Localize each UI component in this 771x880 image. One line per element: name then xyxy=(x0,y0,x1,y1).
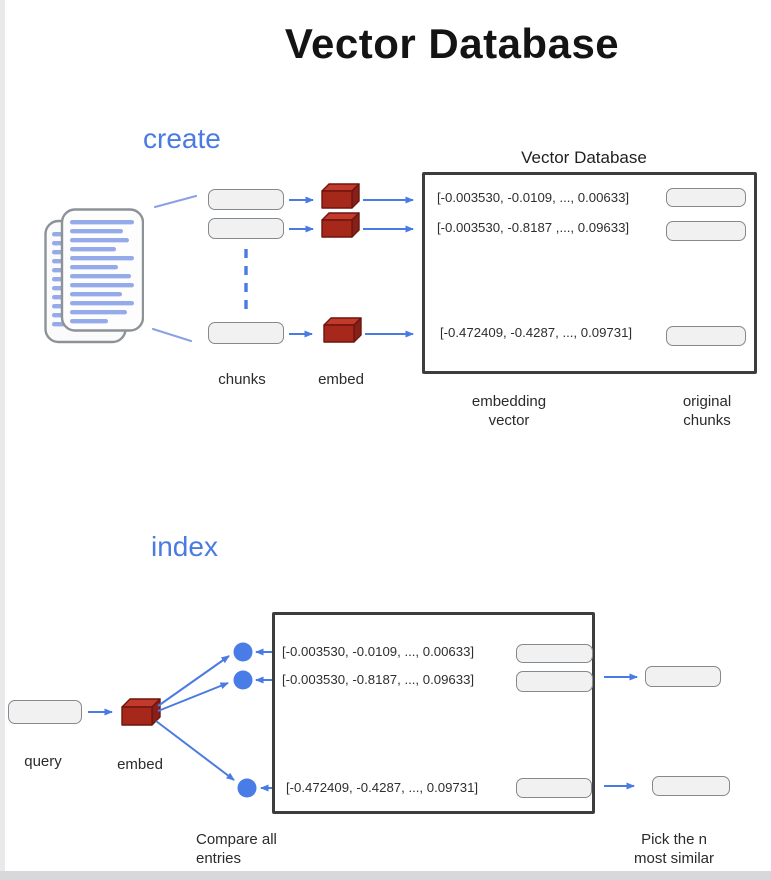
chunk-box xyxy=(516,644,593,663)
embedding-vector-value: [-0.003530, -0.8187 ,..., 0.09633] xyxy=(437,220,630,235)
embed-cube-icon xyxy=(321,183,362,343)
page-title: Vector Database xyxy=(284,20,620,67)
embed-label: embed xyxy=(318,371,364,388)
embed-to-db-arrows xyxy=(363,196,414,338)
result-box xyxy=(652,776,730,796)
chunk-box xyxy=(516,778,592,798)
chunk-box xyxy=(666,326,746,346)
bottom-edge-strip xyxy=(0,871,771,880)
vector-database-title: Vector Database xyxy=(521,148,647,167)
embed-label: embed xyxy=(117,756,163,773)
chunk-to-embed-arrows xyxy=(289,196,314,338)
pick-most-similar-caption: Pick the n most similar xyxy=(633,831,714,867)
chunk-box xyxy=(666,221,746,241)
original-chunks-caption: original chunks xyxy=(682,393,732,429)
query-vector-dot-icons xyxy=(233,642,257,798)
embed-to-dot-arrows xyxy=(155,655,235,781)
left-edge-strip xyxy=(0,0,5,880)
chunk-box xyxy=(208,189,284,210)
chunks-label: chunks xyxy=(218,371,266,388)
index-section-label: index xyxy=(151,531,218,562)
chunk-box xyxy=(208,218,284,239)
embedding-vector-value: [-0.003530, -0.8187, ..., 0.09633] xyxy=(282,672,475,687)
query-label: query xyxy=(24,753,62,770)
query-box xyxy=(8,700,82,724)
db-to-result-arrows xyxy=(604,673,638,790)
create-section-label: create xyxy=(143,123,221,154)
embedding-vector-value: [-0.003530, -0.0109, ..., 0.00633] xyxy=(437,190,630,205)
embed-cube-icon xyxy=(121,698,161,726)
embedding-vector-value: [-0.472409, -0.4287, ..., 0.09731] xyxy=(286,780,479,795)
chunk-box xyxy=(516,671,593,692)
embedding-vector-value: [-0.003530, -0.0109, ..., 0.00633] xyxy=(282,644,475,659)
result-box xyxy=(645,666,721,687)
embedding-vector-caption: embedding vector xyxy=(471,393,547,429)
chunk-box xyxy=(666,188,746,207)
embedding-vector-value: [-0.472409, -0.4287, ..., 0.09731] xyxy=(440,325,633,340)
doc-to-chunk-lines xyxy=(151,194,198,343)
chunk-box xyxy=(208,322,284,344)
compare-all-entries-caption: Compare all entries xyxy=(196,831,277,867)
documents-icon xyxy=(44,208,145,344)
